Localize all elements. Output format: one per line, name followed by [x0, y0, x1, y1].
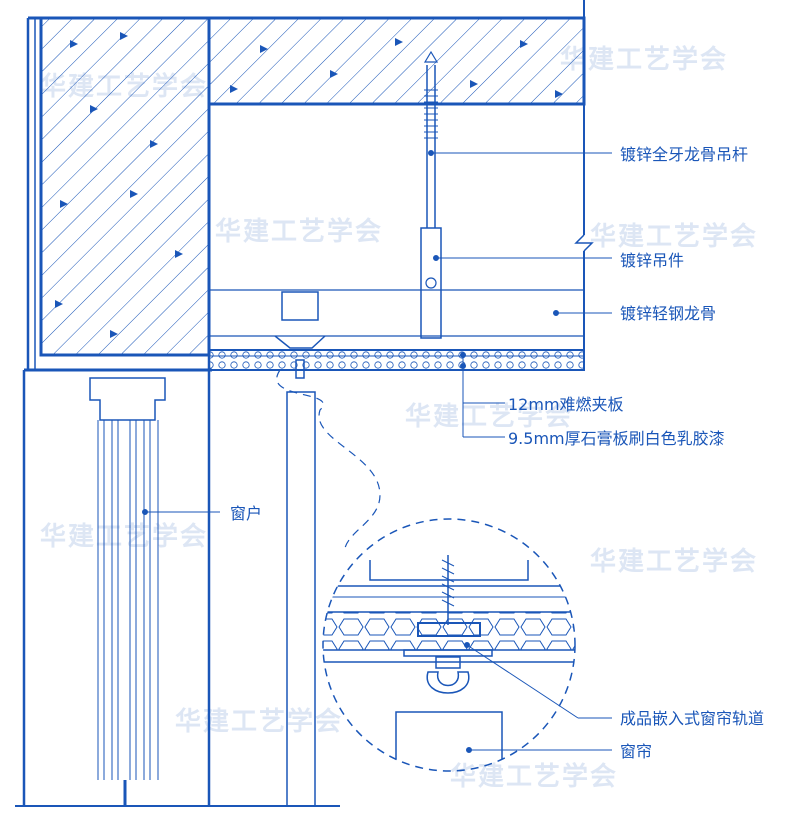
suspended-ceiling-system [208, 50, 585, 379]
watermark-text: 华建工艺学会 [405, 401, 573, 432]
curtain [286, 391, 316, 807]
label-window: 窗户 [230, 504, 262, 523]
leader-lines [142, 150, 612, 753]
label-gypsum-board: 9.5mm厚石膏板刷白色乳胶漆 [508, 429, 725, 448]
hanger-rod [420, 50, 442, 339]
label-hanger: 镀锌吊件 [620, 251, 684, 270]
watermark-text: 华建工艺学会 [450, 761, 618, 792]
concrete-structure [26, 0, 594, 370]
label-12mm-board: 12mm难燃夹板 [508, 395, 624, 414]
label-curtain-track: 成品嵌入式窗帘轨道 [620, 709, 764, 728]
label-curtain: 窗帘 [620, 742, 652, 761]
label-hanger-rod: 镀锌全牙龙骨吊杆 [620, 145, 748, 164]
labels: 镀锌全牙龙骨吊杆 镀锌吊件 镀锌轻钢龙骨 12mm难燃夹板 9.5mm厚石膏板刷… [230, 145, 764, 761]
watermark-text: 华建工艺学会 [590, 546, 758, 577]
watermark-text: 华建工艺学会 [215, 216, 383, 247]
watermark-text: 华建工艺学会 [590, 221, 758, 252]
watermark-text: 华建工艺学会 [40, 521, 208, 552]
curtain-track-small [274, 291, 326, 379]
window [22, 355, 212, 806]
label-keel: 镀锌轻钢龙骨 [620, 304, 716, 323]
watermark-text: 华建工艺学会 [175, 706, 343, 737]
watermark-text: 华建工艺学会 [560, 44, 728, 75]
detail-callout [276, 369, 576, 772]
